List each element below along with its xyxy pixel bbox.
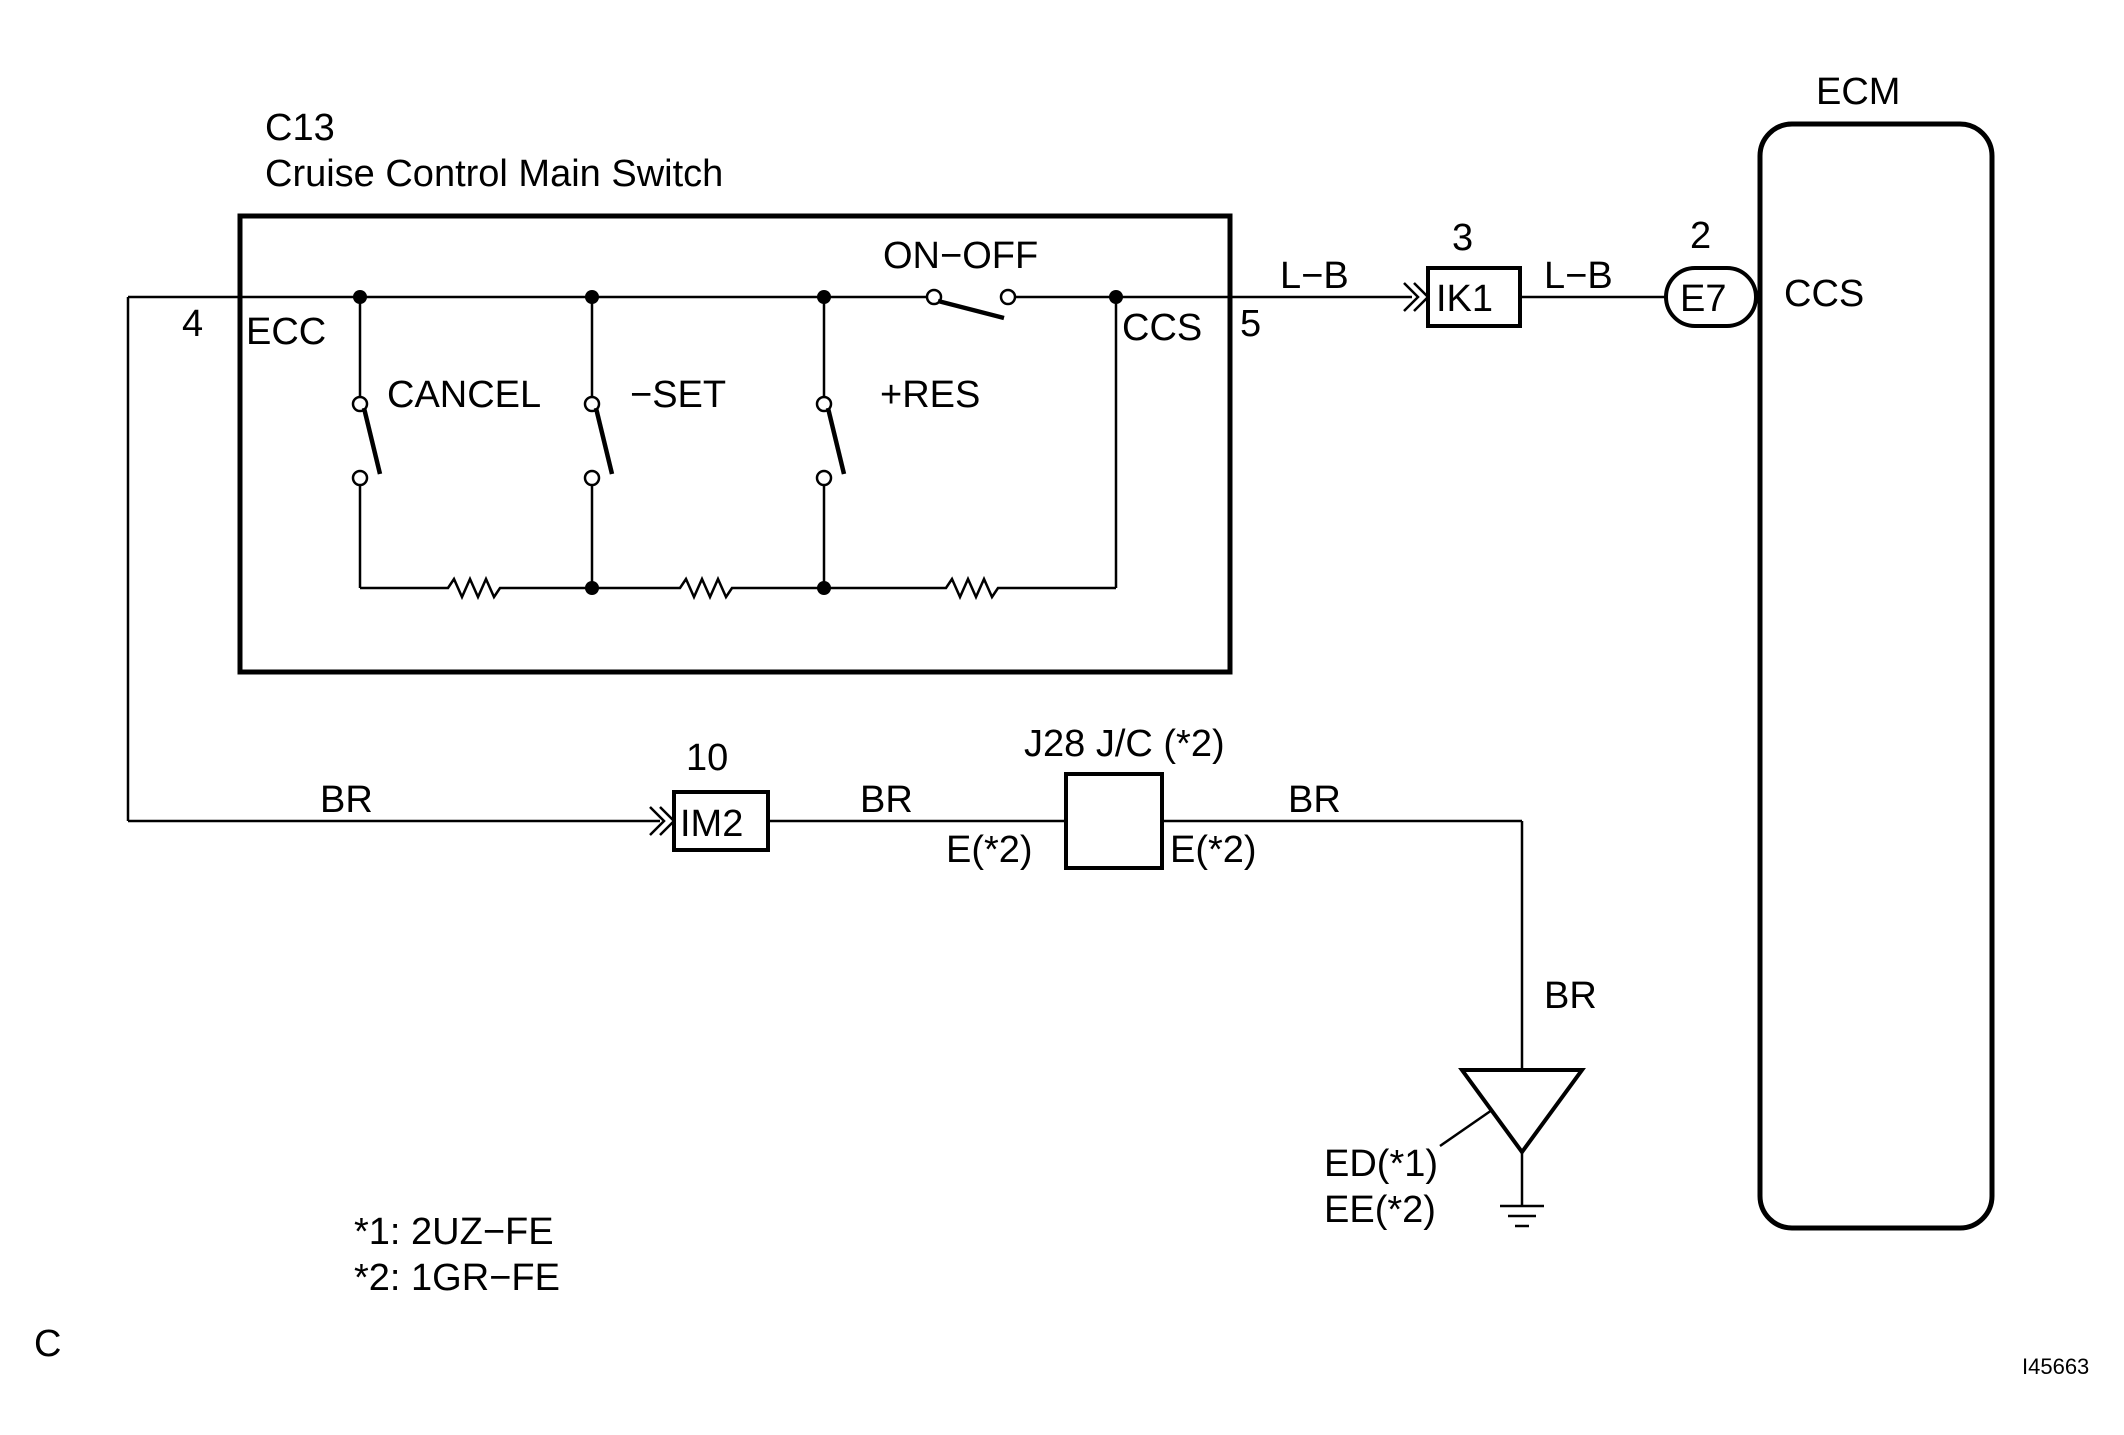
j28-left-pin-label: E(*2) <box>946 829 1033 871</box>
on-off-contact-right <box>999 288 1017 306</box>
resistor-ladder <box>360 575 1116 601</box>
footnote-1: *1: 2UZ−FE <box>354 1211 554 1253</box>
res-switch-label: +RES <box>880 374 980 416</box>
pin-number-5: 5 <box>1240 303 1261 345</box>
br-wire-label-4: BR <box>1544 975 1597 1017</box>
corner-letter: C <box>34 1323 61 1365</box>
cancel-contact-top <box>351 395 369 413</box>
on-off-contact-left <box>925 288 943 306</box>
e7-connector-name: E7 <box>1680 278 1726 320</box>
pin-number-4: 4 <box>182 303 203 345</box>
on-off-switch-label: ON−OFF <box>883 235 1038 277</box>
ecm-title: ECM <box>1816 71 1900 113</box>
res-contact-bottom <box>815 469 833 487</box>
j28-junction-title: J28 J/C (*2) <box>1024 723 1225 765</box>
res-switch-blade <box>825 407 847 475</box>
ik1-connector-name: IK1 <box>1436 278 1493 320</box>
ik1-pin-number: 3 <box>1452 217 1473 259</box>
im2-connector-box <box>672 790 770 852</box>
ladder-node-1 <box>585 581 599 595</box>
e7-pin-number: 2 <box>1690 215 1711 257</box>
res-contact-top <box>815 395 833 413</box>
j28-right-pin-label: E(*2) <box>1170 829 1257 871</box>
cancel-contact-bottom <box>351 469 369 487</box>
cancel-switch-blade <box>361 407 383 475</box>
lb-wire-label-2: L−B <box>1544 255 1613 297</box>
ground-terminal-triangle <box>1458 1068 1586 1156</box>
ecm-block <box>1757 121 1995 1231</box>
br-wire-label-3: BR <box>1288 779 1341 821</box>
figure-id: I45663 <box>2022 1354 2089 1379</box>
ik1-connector-box <box>1426 266 1522 328</box>
ground-label-ee: EE(*2) <box>1324 1189 1436 1231</box>
e7-connector-pill <box>1664 266 1758 328</box>
lb-wire-label-1: L−B <box>1280 255 1349 297</box>
ecc-terminal-label: ECC <box>246 311 326 353</box>
set-switch-blade <box>593 407 615 475</box>
footnote-2: *2: 1GR−FE <box>354 1257 560 1299</box>
c13-switch-box <box>237 213 1233 675</box>
ground-leader-line <box>1439 1108 1493 1148</box>
ground-label-ed: ED(*1) <box>1324 1143 1438 1185</box>
set-contact-bottom <box>583 469 601 487</box>
chassis-ground-icon <box>1500 1204 1544 1228</box>
ccs-terminal-label: CCS <box>1122 307 1202 349</box>
cancel-switch-label: CANCEL <box>387 374 541 416</box>
set-contact-top <box>583 395 601 413</box>
set-switch-label: −SET <box>630 374 726 416</box>
c13-code: C13 <box>265 107 335 149</box>
ladder-node-2 <box>817 581 831 595</box>
ecm-ccs-terminal-label: CCS <box>1784 273 1864 315</box>
on-off-switch-blade <box>937 298 1005 321</box>
im2-pin-number: 10 <box>686 737 728 779</box>
c13-component-name: Cruise Control Main Switch <box>265 153 723 195</box>
br-wire-label-1: BR <box>320 779 373 821</box>
br-wire-label-2: BR <box>860 779 913 821</box>
im2-connector-name: IM2 <box>680 803 743 845</box>
j28-junction-box <box>1064 772 1164 870</box>
